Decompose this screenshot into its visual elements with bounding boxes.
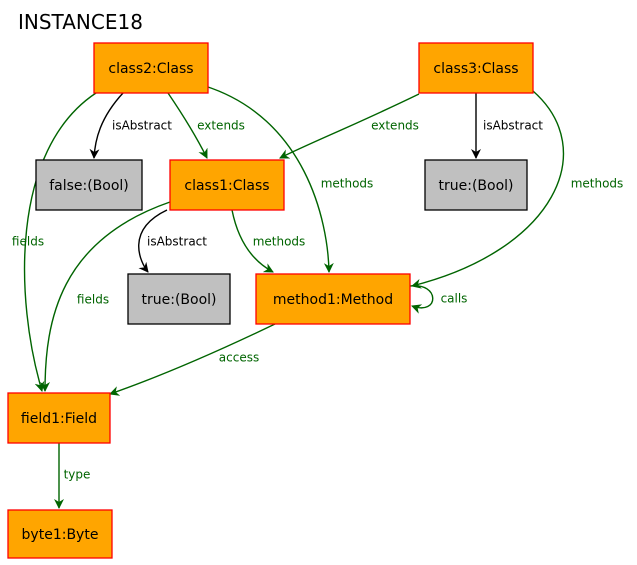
node-byte1[interactable]: byte1:Byte [7,509,113,559]
node-false1[interactable]: false:(Bool) [35,159,143,211]
edge-class1-field1-fields: fields [40,201,171,392]
edge-label: extends [197,119,245,133]
edge-label: fields [77,293,109,307]
edge-line [204,85,334,273]
node-box[interactable] [169,159,285,211]
edge-class2-field1-fields: fields [12,92,97,392]
node-label: method1:Method [273,292,393,308]
node-label: byte1:Byte [22,527,99,543]
node-box[interactable] [35,159,143,211]
edge-line [40,201,171,392]
edge-label: methods [571,177,624,191]
edges-layer: isAbstract extends methods fields extends isA… [12,85,624,509]
node-label: true:(Bool) [142,292,217,308]
edge-class3-true2-isabstract: isAbstract [471,93,543,159]
edge-class2-class1-extends: extends [167,92,245,159]
edge-label: extends [371,119,419,133]
node-label: false:(Bool) [49,178,129,194]
edge-line [231,209,274,273]
edge-line [409,285,434,314]
edge-line [109,323,276,396]
edge-line [411,90,565,289]
node-label: class1:Class [184,178,269,194]
edge-field1-byte1-type: type [54,443,91,509]
edge-line [89,92,124,159]
edge-label: isAbstract [483,119,543,133]
node-box[interactable] [127,273,231,325]
node-label: class2:Class [108,61,193,77]
node-class3[interactable]: class3:Class [418,42,534,94]
edge-class3-class1-extends: extends [279,93,420,159]
edge-line [167,92,208,159]
edge-class2-method1-methods: methods [204,85,374,273]
edge-label: isAbstract [147,235,207,249]
edge-label: fields [12,235,44,249]
edge-method1-method1-calls: calls [409,285,468,314]
edge-class2-false1-isabstract: isAbstract [89,92,172,159]
node-box[interactable] [418,42,534,94]
node-box[interactable] [255,273,411,325]
edge-label: calls [441,292,468,306]
edge-label: methods [253,235,306,249]
node-method1[interactable]: method1:Method [255,273,411,325]
edge-method1-field1-access: access [109,323,276,396]
node-label: true:(Bool) [439,178,514,194]
node-box[interactable] [7,509,113,559]
edge-label: isAbstract [112,119,172,133]
node-true2[interactable]: true:(Bool) [424,159,528,211]
node-label: field1:Field [21,411,97,427]
edge-class1-true1-isabstract: isAbstract [138,209,207,273]
diagram-title: INSTANCE18 [18,10,143,34]
node-label: class3:Class [433,61,518,77]
edge-label: methods [321,177,374,191]
node-class2[interactable]: class2:Class [93,42,209,94]
edge-class1-method1-methods: methods [231,209,306,273]
edge-line [279,93,420,159]
node-box[interactable] [7,392,111,444]
edge-line [138,209,168,273]
edge-line [23,92,97,392]
edge-label: access [219,351,259,365]
node-box[interactable] [93,42,209,94]
edge-label: type [64,468,91,482]
node-true1[interactable]: true:(Bool) [127,273,231,325]
node-field1[interactable]: field1:Field [7,392,111,444]
node-class1[interactable]: class1:Class [169,159,285,211]
nodes-layer: class2:Class class3:Class false:(Bool) clas… [7,42,534,559]
node-box[interactable] [424,159,528,211]
edge-class3-method1-methods: methods [411,90,624,289]
